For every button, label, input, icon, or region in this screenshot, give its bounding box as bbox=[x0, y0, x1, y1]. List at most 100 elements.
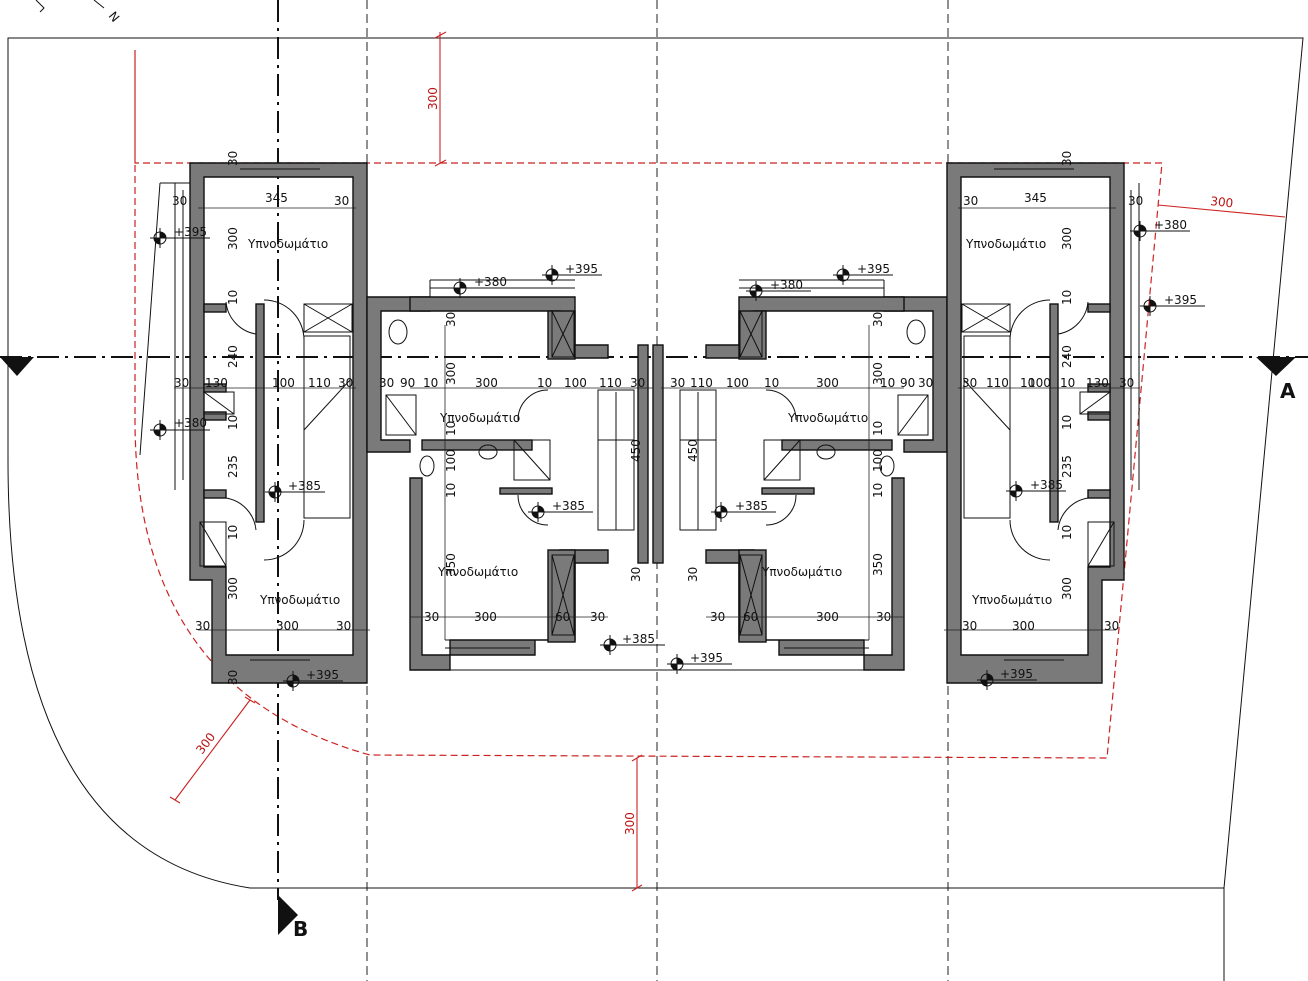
dim-right-bot-30a: 30 bbox=[962, 619, 977, 633]
dim-right-30a: 30 bbox=[963, 194, 978, 208]
north-arrow bbox=[35, 0, 105, 13]
dim-lm-10b: 10 bbox=[537, 376, 552, 390]
dim-right-10a: 10 bbox=[1060, 290, 1074, 305]
level-right-side: +395 bbox=[1164, 293, 1197, 307]
setback-label-top: 300 bbox=[426, 87, 440, 110]
dim-lm-110: 110 bbox=[599, 376, 622, 390]
setback-dimensions bbox=[169, 31, 1286, 892]
dim-right-300b: 300 bbox=[1060, 577, 1074, 600]
setback-label-right: 300 bbox=[1210, 194, 1234, 210]
dim-rm-450: 450 bbox=[686, 439, 700, 462]
dim-lm-450: 450 bbox=[629, 439, 643, 462]
dim-left-30bot: 30 bbox=[226, 670, 240, 685]
dim-left-235: 235 bbox=[226, 455, 240, 478]
room-right-bedroom-top: Υπνοδωμάτιο bbox=[965, 237, 1046, 251]
dim-rm-100v: 100 bbox=[871, 449, 885, 472]
dim-rm-bot-300: 300 bbox=[816, 610, 839, 624]
dim-left-10a: 10 bbox=[226, 290, 240, 305]
dim-right-row-10a: 10 bbox=[1020, 376, 1035, 390]
dim-right-row-30a: 30 bbox=[962, 376, 977, 390]
level-lm-bottom: +385 bbox=[622, 632, 655, 646]
dim-rm-bot-30b: 30 bbox=[876, 610, 891, 624]
level-left-stair: +385 bbox=[288, 479, 321, 493]
dim-right-row-100: 100 bbox=[1028, 376, 1051, 390]
level-left-bottom: +395 bbox=[306, 668, 339, 682]
dim-right-345: 345 bbox=[1024, 191, 1047, 205]
dim-right-240: 240 bbox=[1060, 345, 1074, 368]
dim-left-10c: 10 bbox=[226, 525, 240, 540]
dim-lm-100: 100 bbox=[564, 376, 587, 390]
dim-left-row-100: 100 bbox=[272, 376, 295, 390]
dim-rm-90: 90 bbox=[900, 376, 915, 390]
plot-boundary bbox=[7, 37, 1304, 981]
setback-line bbox=[134, 50, 1163, 759]
dim-lm-bot-30a: 30 bbox=[424, 610, 439, 624]
dim-left-30b: 30 bbox=[334, 194, 349, 208]
setback-label-bottom: 300 bbox=[623, 812, 637, 835]
unit-right-end bbox=[944, 162, 1140, 684]
dim-rm-30stair: 30 bbox=[686, 567, 700, 582]
level-left-mid: +380 bbox=[174, 416, 207, 430]
dim-lm-30b: 30 bbox=[630, 376, 645, 390]
dim-left-300b: 300 bbox=[226, 577, 240, 600]
dim-rm-30a: 30 bbox=[670, 376, 685, 390]
room-right-bedroom-bottom: Υπνοδωμάτιο bbox=[971, 593, 1052, 607]
dim-lm-30top: 30 bbox=[444, 312, 458, 327]
section-label-b: B bbox=[293, 917, 308, 941]
dim-lm-bot-60: 60 bbox=[555, 610, 570, 624]
level-lm-top-a: +380 bbox=[474, 275, 507, 289]
dim-lm-300v: 300 bbox=[444, 362, 458, 385]
dim-rm-10v2: 10 bbox=[871, 483, 885, 498]
dim-lm-30stair: 30 bbox=[629, 567, 643, 582]
section-marker-a-left bbox=[0, 357, 34, 376]
level-rm-stair: +385 bbox=[735, 499, 768, 513]
dim-lm-90: 90 bbox=[400, 376, 415, 390]
level-rm-top-a: +380 bbox=[770, 278, 803, 292]
dim-right-row-30b: 30 bbox=[1119, 376, 1134, 390]
dim-rm-300v: 300 bbox=[871, 362, 885, 385]
room-rm-bedroom-top: Υπνοδωμάτιο bbox=[787, 411, 868, 425]
dim-right-row-110: 110 bbox=[986, 376, 1009, 390]
dim-lm-350: 350 bbox=[444, 553, 458, 576]
dim-left-row-130: 130 bbox=[205, 376, 228, 390]
dim-right-30top: 30 bbox=[1060, 151, 1074, 166]
dim-left-345: 345 bbox=[265, 191, 288, 205]
room-lm-bedroom-bottom: Υπνοδωμάτιο bbox=[437, 565, 518, 579]
room-rm-bedroom-bottom: Υπνοδωμάτιο bbox=[761, 565, 842, 579]
section-marker-a-right bbox=[1256, 357, 1296, 376]
dim-rm-100: 100 bbox=[726, 376, 749, 390]
dim-right-300a: 300 bbox=[1060, 227, 1074, 250]
level-center-bottom: +395 bbox=[690, 651, 723, 665]
north-letter: N bbox=[106, 9, 122, 25]
dim-right-30b: 30 bbox=[1128, 194, 1143, 208]
dim-left-bot-300: 300 bbox=[276, 619, 299, 633]
dim-lm-bot-300: 300 bbox=[474, 610, 497, 624]
dim-rm-300: 300 bbox=[816, 376, 839, 390]
dim-left-240: 240 bbox=[226, 345, 240, 368]
dim-lm-100v: 100 bbox=[444, 449, 458, 472]
dim-left-bot-30b: 30 bbox=[336, 619, 351, 633]
dim-lm-10v2: 10 bbox=[444, 483, 458, 498]
dim-left-row-30b: 30 bbox=[338, 376, 353, 390]
dim-right-row-10b: 10 bbox=[1060, 376, 1075, 390]
level-right-stair: +385 bbox=[1030, 478, 1063, 492]
dim-left-10b: 10 bbox=[226, 415, 240, 430]
unit-left-middle bbox=[366, 279, 664, 671]
dim-lm-10v1: 10 bbox=[444, 421, 458, 436]
dim-right-10c: 10 bbox=[1060, 525, 1074, 540]
dim-rm-350: 350 bbox=[871, 553, 885, 576]
setback-label-left: 300 bbox=[193, 730, 218, 757]
dim-left-bot-30a: 30 bbox=[195, 619, 210, 633]
dim-rm-bot-30a: 30 bbox=[710, 610, 725, 624]
dim-right-10b: 10 bbox=[1060, 415, 1074, 430]
dim-lm-bot-30b: 30 bbox=[590, 610, 605, 624]
dim-rm-10a: 10 bbox=[764, 376, 779, 390]
room-left-bedroom-bottom: Υπνοδωμάτιο bbox=[259, 593, 340, 607]
dim-left-30top: 30 bbox=[226, 151, 240, 166]
level-marker-symbols bbox=[150, 221, 1205, 691]
dim-rm-30b: 30 bbox=[918, 376, 933, 390]
level-lm-top-b: +395 bbox=[565, 262, 598, 276]
level-right-bottom: +395 bbox=[1000, 667, 1033, 681]
dim-rm-bot-60: 60 bbox=[743, 610, 758, 624]
